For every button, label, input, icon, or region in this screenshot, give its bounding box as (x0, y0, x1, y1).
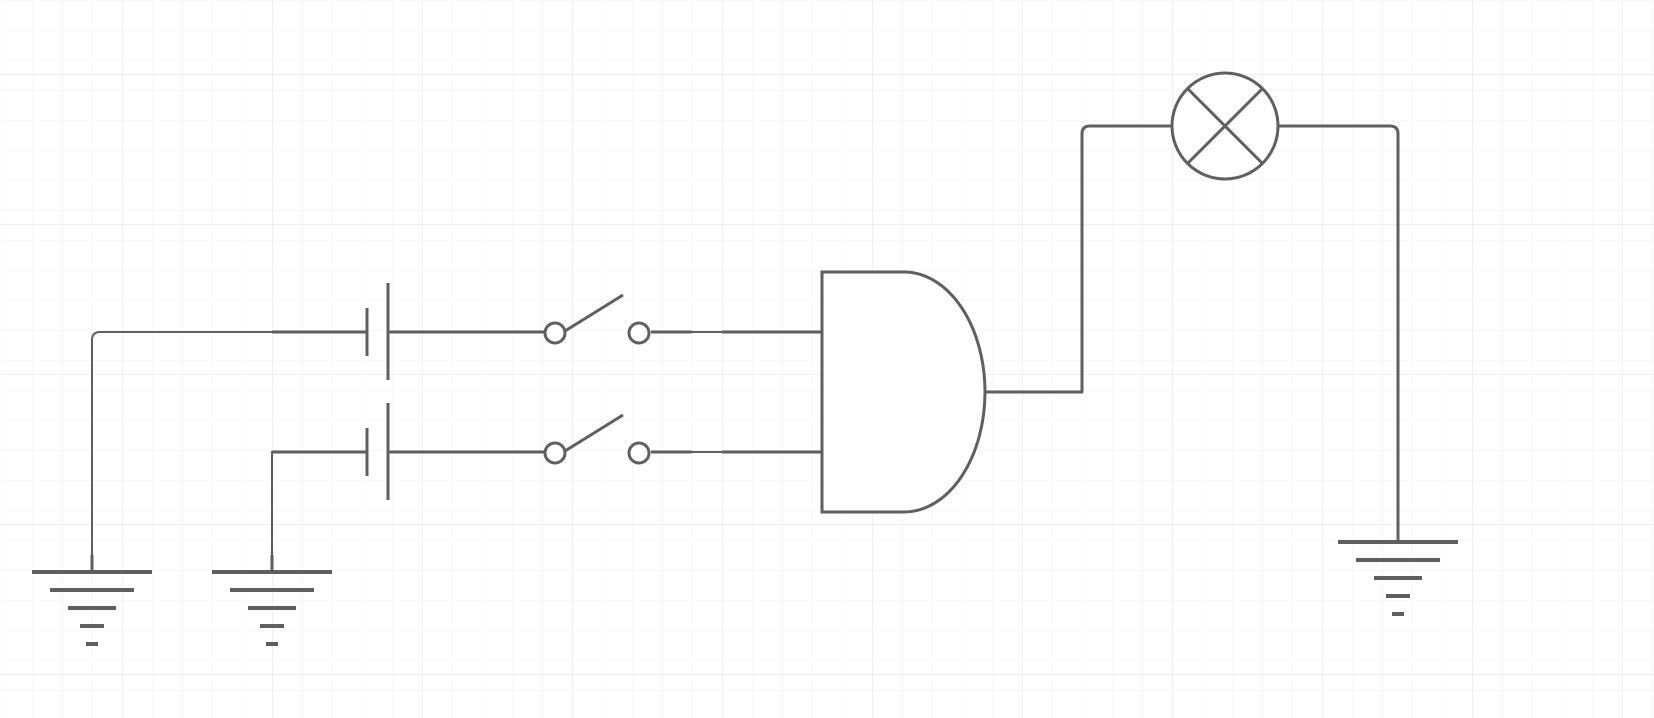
wire-lamp-ground3 (1278, 124, 1400, 540)
switch-terminal (627, 441, 651, 465)
switch-lever (564, 413, 624, 453)
and-gate-body (820, 270, 987, 514)
wire-gate-lamp (985, 124, 1172, 394)
ground-1 (32, 555, 152, 646)
switch-terminal (543, 441, 567, 465)
switch-2 (543, 413, 651, 465)
wire-ground1-battery1 (91, 331, 272, 555)
ground-2 (212, 555, 332, 646)
switch-terminal (543, 321, 567, 345)
and-gate (820, 270, 987, 514)
switch-lever (564, 293, 624, 333)
battery-1 (365, 283, 390, 380)
ground-3 (1338, 524, 1458, 616)
switch-1 (543, 293, 651, 345)
switch-terminal (627, 321, 651, 345)
lamp (1170, 71, 1280, 181)
lamp-cross (1186, 87, 1264, 165)
battery-2 (365, 403, 390, 500)
wires (91, 124, 1400, 555)
